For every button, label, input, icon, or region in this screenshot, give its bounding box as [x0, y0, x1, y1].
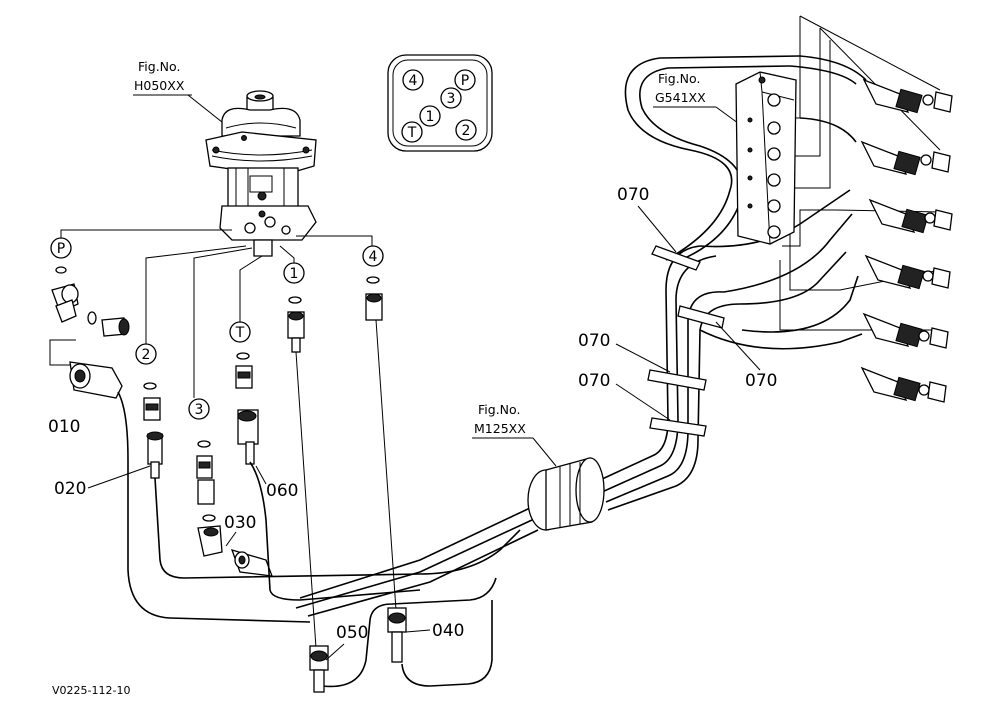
port-marker-4: 4	[362, 245, 384, 267]
coupler-4	[864, 254, 951, 290]
part-labels: 010 020 030 040 050 060 070 070	[48, 185, 777, 661]
svg-text:040: 040	[432, 621, 464, 641]
svg-text:070: 070	[745, 371, 777, 391]
part-label-030: 030	[224, 513, 256, 547]
coupler-2	[860, 140, 951, 176]
fig-ref-grommet: Fig.No. M125XX	[472, 402, 557, 467]
svg-text:T: T	[407, 125, 417, 141]
fig-ref-code: G541XX	[655, 90, 706, 105]
part-label-040: 040	[405, 621, 464, 641]
pilot-valve	[205, 90, 317, 257]
port-p: P	[454, 69, 476, 91]
svg-text:2: 2	[462, 123, 471, 139]
svg-text:4: 4	[409, 73, 418, 89]
part-label-070-mid2: 070	[578, 371, 671, 421]
port-pattern-inset: 4 P 1 3 T 2	[387, 54, 493, 152]
quick-couplers	[860, 78, 953, 403]
port-marker-p: P	[50, 237, 72, 259]
distributor-block	[735, 71, 797, 245]
port-marker-t: T	[229, 321, 251, 343]
part-label-070-right: 070	[715, 321, 777, 391]
pilot-leaders	[60, 229, 373, 398]
port-marker-2: 2	[135, 343, 157, 365]
port-4: 4	[402, 69, 424, 91]
svg-text:050: 050	[336, 623, 368, 643]
svg-text:1: 1	[426, 109, 435, 125]
svg-text:1: 1	[290, 266, 299, 282]
svg-text:010: 010	[48, 417, 80, 437]
port-marker-3: 3	[188, 398, 210, 420]
fig-ref-prefix: Fig.No.	[478, 402, 520, 417]
fig-ref-pilot-valve: Fig.No. H050XX	[133, 59, 233, 131]
coupler-3	[868, 198, 953, 234]
svg-text:P: P	[57, 241, 65, 257]
part-label-070-top: 070	[617, 185, 677, 253]
fig-ref-distributor-block: Fig.No. G541XX	[653, 71, 743, 127]
part-label-050: 050	[325, 623, 368, 661]
coupler-6	[860, 366, 947, 403]
port-2: 2	[455, 119, 477, 141]
fig-ref-prefix: Fig.No.	[138, 59, 180, 74]
coupler-5	[862, 312, 949, 349]
svg-text:3: 3	[447, 91, 456, 107]
svg-text:060: 060	[266, 481, 298, 501]
part-label-070-mid1: 070	[578, 331, 671, 373]
coupler-1	[862, 78, 953, 114]
port-marker-1: 1	[283, 262, 305, 284]
svg-text:4: 4	[369, 249, 378, 265]
svg-text:070: 070	[617, 185, 649, 205]
svg-text:T: T	[235, 325, 245, 341]
hoses	[117, 55, 867, 688]
port-t: T	[401, 121, 423, 143]
svg-text:3: 3	[195, 402, 204, 418]
fittings-left	[49, 266, 383, 577]
svg-text:020: 020	[54, 479, 86, 499]
svg-text:070: 070	[578, 371, 610, 391]
port-1: 1	[419, 105, 441, 127]
fig-ref-code: M125XX	[474, 421, 526, 436]
hose-clamps	[647, 245, 725, 437]
part-label-060: 060	[255, 465, 298, 501]
svg-text:070: 070	[578, 331, 610, 351]
drawing-code: V0225-112-10	[52, 684, 130, 697]
bottom-fittings	[309, 607, 407, 693]
fig-ref-prefix: Fig.No.	[658, 71, 700, 86]
svg-text:P: P	[461, 73, 469, 89]
port-3: 3	[440, 87, 462, 109]
part-label-010: 010	[48, 417, 80, 437]
grommet	[527, 457, 605, 531]
svg-text:2: 2	[142, 347, 151, 363]
svg-text:030: 030	[224, 513, 256, 533]
fig-ref-code: H050XX	[134, 78, 185, 93]
part-label-020: 020	[54, 465, 151, 499]
